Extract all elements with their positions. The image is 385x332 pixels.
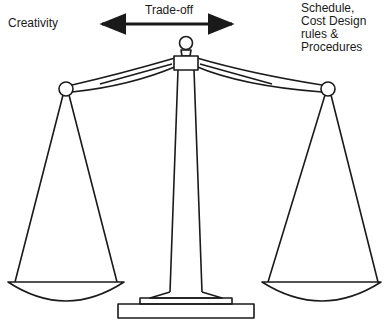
tradeoff-arrow [102,23,232,26]
tradeoff-label: Trade-off [145,4,193,17]
side-label: Schedule, Cost Design rules & Procedures [301,2,381,54]
side-label: Creativity [8,17,58,30]
